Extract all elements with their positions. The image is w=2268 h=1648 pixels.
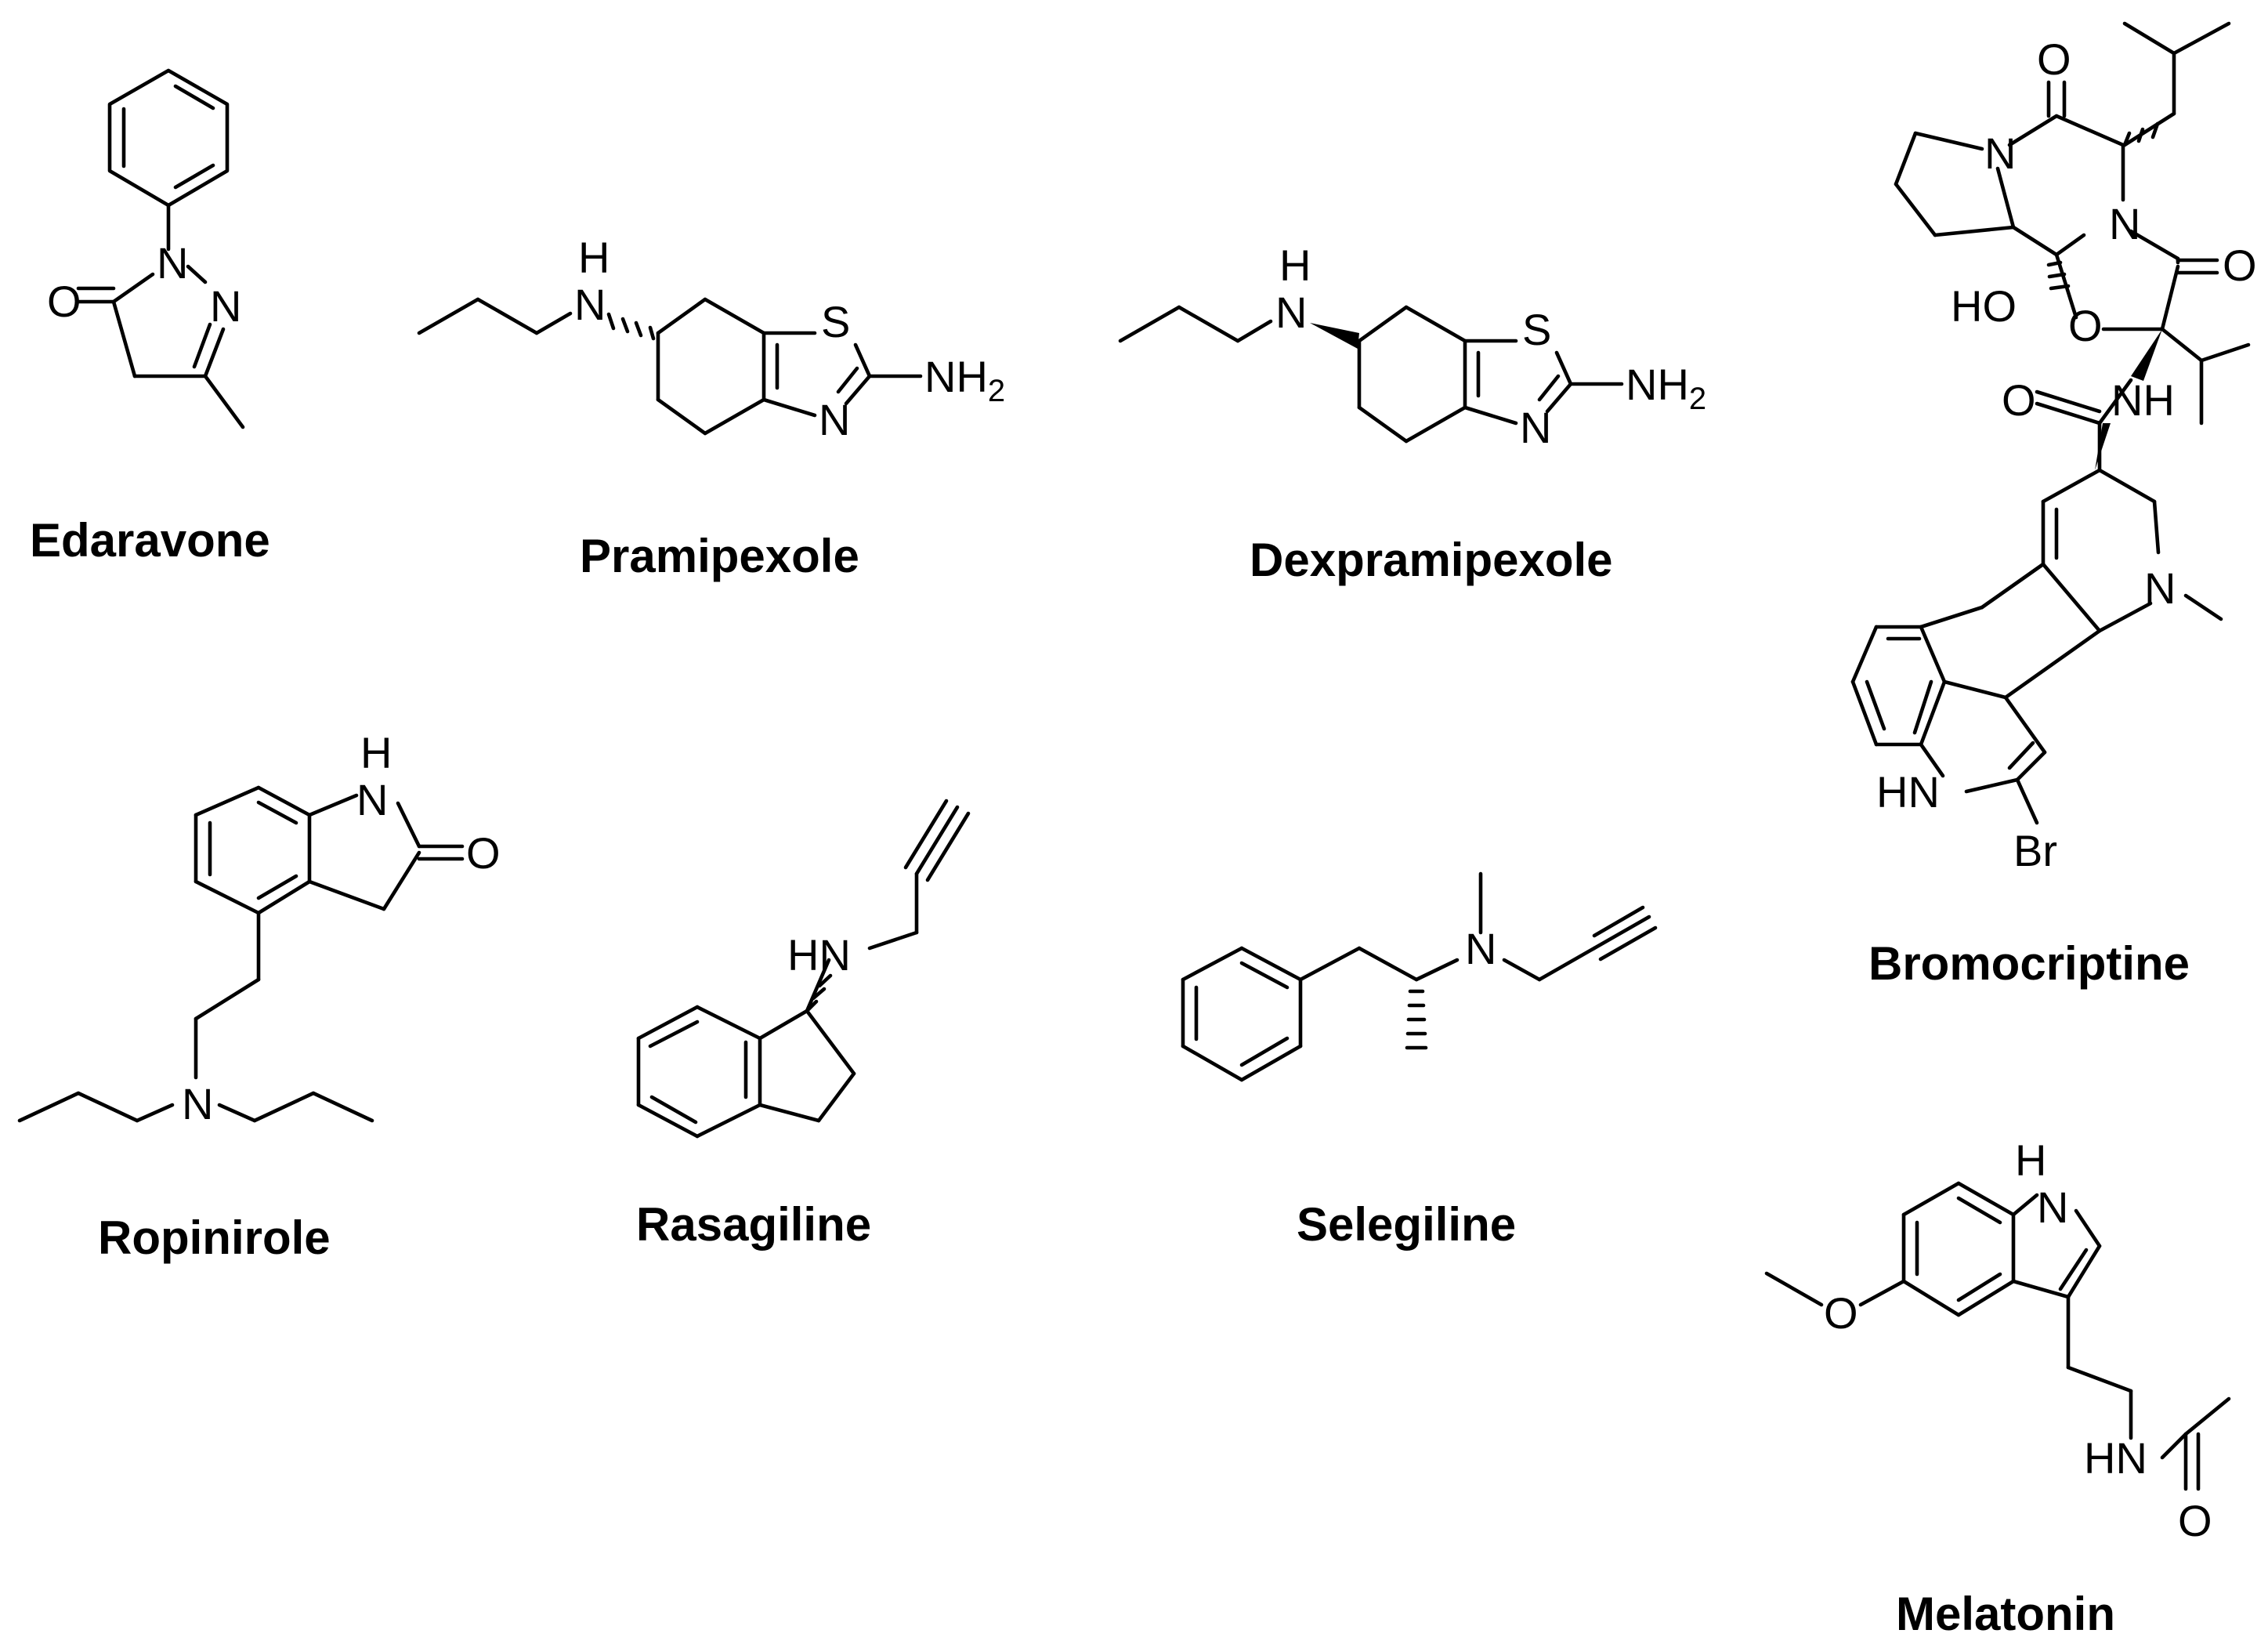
rasagiline-label: Rasagiline bbox=[636, 1198, 871, 1251]
bromocriptine-nitrogen-1: N bbox=[1984, 129, 2016, 178]
bromocriptine-bromine: Br bbox=[2013, 826, 2057, 875]
melatonin-carbonyl-oxygen: O bbox=[2178, 1496, 2212, 1545]
pramipexole-label: Pramipexole bbox=[580, 530, 859, 582]
dexpramipexole-nh-nitrogen: N bbox=[1275, 288, 1307, 337]
bromocriptine-amide-nh: NH bbox=[2111, 375, 2175, 425]
edaravone-nitrogen-2: N bbox=[210, 281, 241, 331]
pramipexole-nh-hydrogen: H bbox=[578, 233, 610, 282]
selegiline-label: Selegiline bbox=[1297, 1198, 1516, 1251]
selegiline-nitrogen: N bbox=[1465, 924, 1496, 973]
melatonin-amide-nh: HN bbox=[2084, 1433, 2147, 1483]
bromocriptine-hydroxyl: HO bbox=[1951, 281, 2017, 331]
bromocriptine-structure: O N N O HO O O NH N HN Br Bromocriptine bbox=[1850, 21, 2257, 990]
ropinirole-oxygen: O bbox=[466, 828, 501, 878]
dexpramipexole-ring-nitrogen: N bbox=[1520, 403, 1551, 452]
melatonin-indole-nitrogen: N bbox=[2037, 1183, 2068, 1232]
edaravone-label: Edaravone bbox=[30, 514, 270, 567]
rasagiline-structure: HN Rasagiline bbox=[636, 799, 971, 1251]
bromocriptine-nitrogen-2: N bbox=[2109, 199, 2140, 248]
melatonin-structure: H N O HN O Melatonin bbox=[1764, 1135, 2231, 1640]
bromocriptine-indole-nh: HN bbox=[1876, 767, 1940, 817]
bromocriptine-nitrogen-3: N bbox=[2144, 563, 2176, 613]
dexpramipexole-nh-hydrogen: H bbox=[1279, 241, 1311, 290]
melatonin-label: Melatonin bbox=[1896, 1588, 2115, 1640]
bromocriptine-oxygen-4: O bbox=[2002, 375, 2036, 425]
edaravone-structure: O N N Edaravone bbox=[30, 68, 270, 567]
ropinirole-amine-nitrogen: N bbox=[182, 1079, 213, 1128]
pramipexole-ring-nitrogen: N bbox=[819, 395, 850, 444]
bromocriptine-oxygen-1: O bbox=[2037, 34, 2071, 84]
dexpramipexole-label: Dexpramipexole bbox=[1250, 534, 1613, 586]
ropinirole-label: Ropinirole bbox=[98, 1212, 331, 1264]
bromocriptine-oxygen-3: O bbox=[2068, 301, 2103, 350]
dexpramipexole-structure: H N S N NH2 Dexpramipexole bbox=[1118, 241, 1706, 586]
bromocriptine-oxygen-2: O bbox=[2223, 241, 2257, 290]
dexpramipexole-sulfur: S bbox=[1522, 305, 1551, 354]
ropinirole-structure: H N O N Ropinirole bbox=[17, 728, 501, 1264]
bromocriptine-label: Bromocriptine bbox=[1868, 937, 2190, 990]
pramipexole-sulfur: S bbox=[821, 297, 850, 346]
selegiline-structure: N Selegiline bbox=[1181, 871, 1658, 1251]
ropinirole-hydrogen: H bbox=[360, 728, 392, 777]
melatonin-methoxy-oxygen: O bbox=[1824, 1288, 1858, 1338]
pramipexole-amine: NH2 bbox=[924, 352, 1005, 408]
edaravone-nitrogen-1: N bbox=[157, 238, 188, 288]
pramipexole-nh-nitrogen: N bbox=[574, 280, 606, 329]
dexpramipexole-amine: NH2 bbox=[1626, 360, 1706, 416]
melatonin-hydrogen: H bbox=[2015, 1135, 2046, 1185]
pramipexole-structure: H N S N NH2 Pramipexole bbox=[417, 233, 1005, 582]
edaravone-oxygen: O bbox=[47, 277, 81, 326]
ropinirole-lactam-nitrogen: N bbox=[356, 775, 388, 824]
rasagiline-amine: HN bbox=[787, 930, 851, 980]
